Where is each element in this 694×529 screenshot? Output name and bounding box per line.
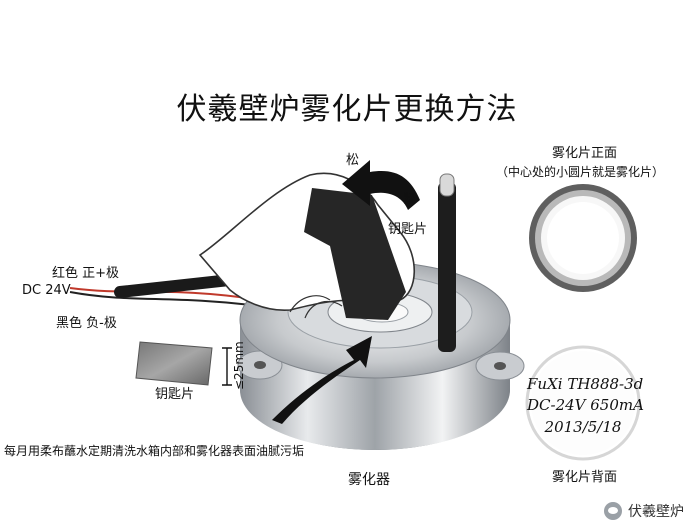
label-size: ≤25mm: [232, 341, 246, 390]
label-dc: DC 24V: [22, 283, 71, 298]
page-title: 伏羲壁炉雾化片更换方法: [176, 92, 518, 127]
black-wire-thin: [69, 291, 261, 307]
label-maintenance: 每月用柔布蘸水定期清洗水箱内部和雾化器表面油腻污垢: [4, 444, 305, 458]
label-loosen: 松: [346, 153, 360, 168]
back-disc: [525, 345, 641, 461]
front-disc: [529, 184, 637, 292]
label-black-wire: 黑色 负-极: [56, 316, 117, 331]
label-front-title: 雾化片正面: [552, 146, 618, 161]
pointer-arrow: [272, 336, 372, 424]
back-label-line1: FuXi TH888-3d: [527, 375, 644, 393]
size-bracket: [222, 347, 232, 386]
back-label-line3: 2013/5/18: [544, 418, 622, 436]
label-key-piece-bottom: 钥匙片: [155, 387, 195, 402]
label-red-wire: 红色 正+极: [52, 266, 120, 281]
label-back-title: 雾化片背面: [552, 470, 618, 485]
label-atomizer: 雾化器: [348, 472, 390, 488]
label-tighten: 紧: [403, 192, 417, 207]
key-piece-top: [304, 188, 406, 320]
key-piece-bottom: [135, 341, 213, 386]
rotation-arrow: [342, 160, 420, 210]
watermark: 伏羲壁炉: [604, 501, 684, 521]
level-rod: [438, 182, 456, 352]
label-front-note: （中心处的小圆片就是雾化片）: [496, 165, 665, 179]
back-label-line2: DC-24V 650mA: [527, 396, 644, 414]
watermark-text: 伏羲壁炉: [628, 504, 684, 520]
wechat-icon: [604, 502, 622, 520]
label-key-piece-top: 钥匙片: [388, 222, 428, 237]
